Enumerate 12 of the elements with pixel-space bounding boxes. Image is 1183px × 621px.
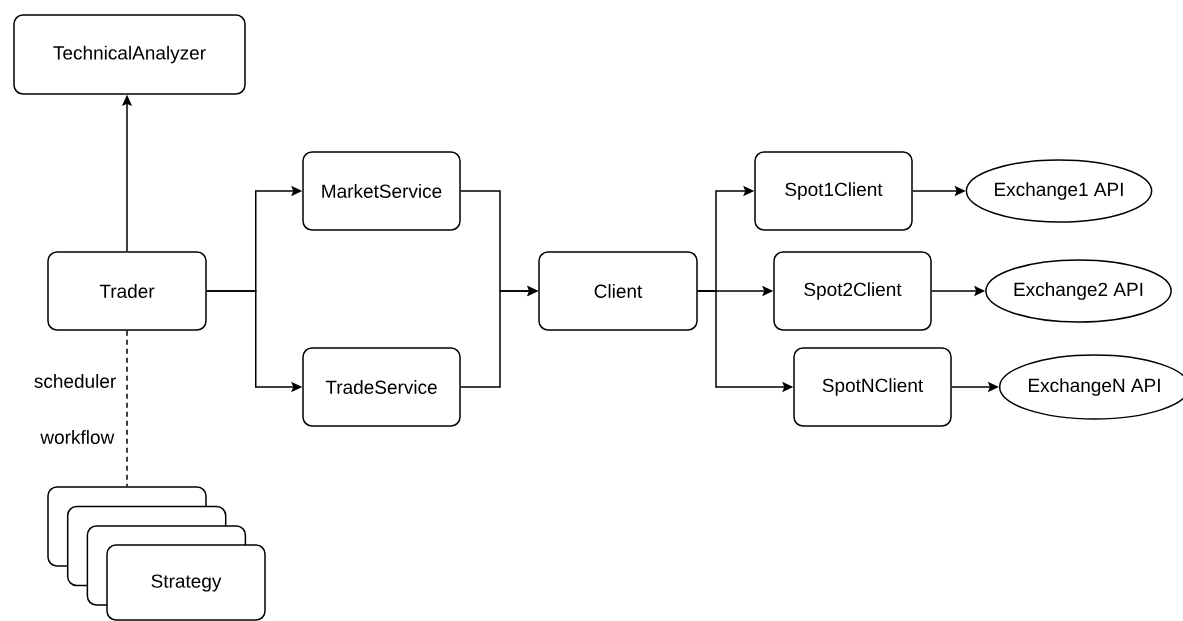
client-box: Spot1Client [754, 151, 913, 231]
service-box: TradeService [302, 347, 461, 427]
class-box: TechnicalAnalyzer [13, 14, 246, 95]
client-box: Spot2Client [773, 251, 932, 331]
connector-line [126, 330, 128, 487]
service-box: MarketService [302, 151, 461, 231]
annotation-text: scheduler [34, 374, 116, 388]
client-box: SpotNClient [793, 347, 952, 427]
class-box: Trader [47, 251, 207, 331]
stacked-boxes-drawing: Strategy [47, 486, 266, 621]
annotation-text: workflow [40, 430, 115, 444]
class-box: Client [538, 251, 698, 331]
